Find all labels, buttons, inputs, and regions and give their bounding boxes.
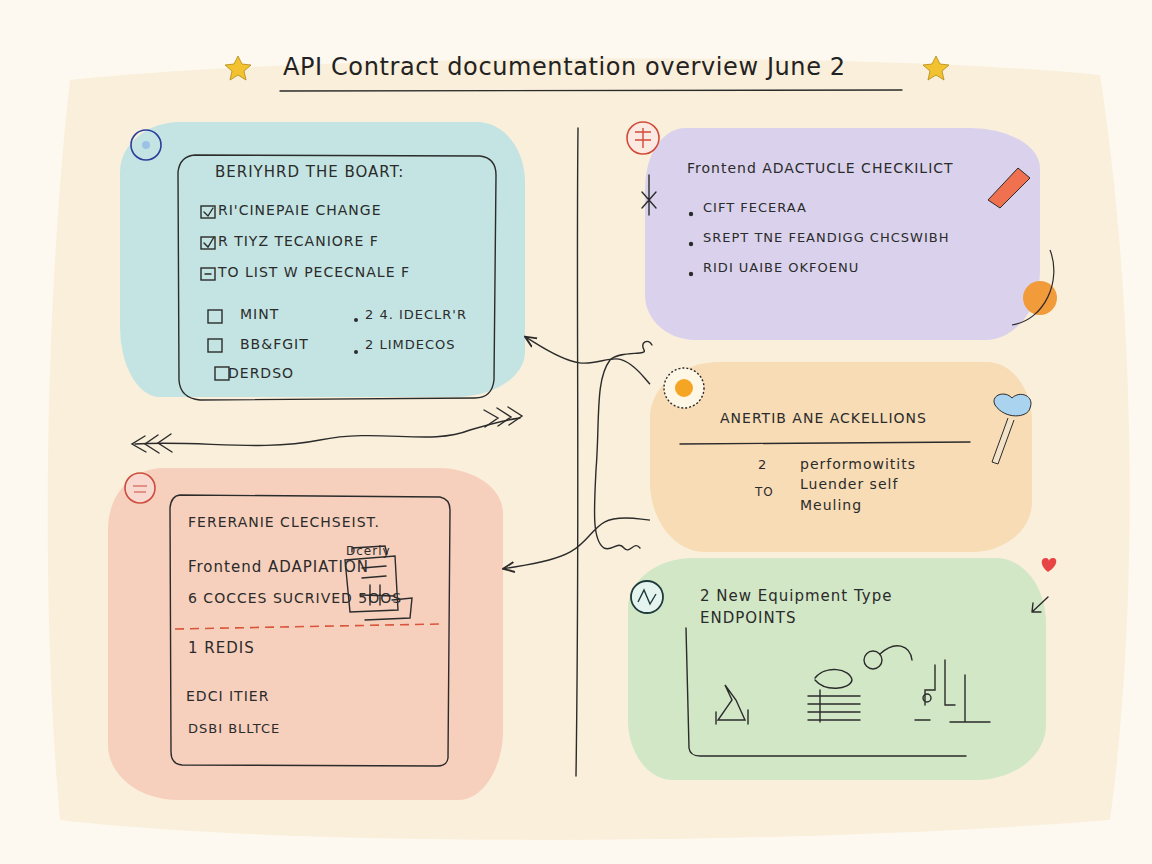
title-underline [280, 90, 902, 91]
box-item: RI'CINEPAIE CHANGE [218, 200, 458, 220]
checkbox [201, 268, 215, 280]
star-icon [923, 56, 949, 80]
circle-icon [631, 581, 663, 613]
bullet [689, 242, 693, 246]
circle-icon [131, 130, 161, 160]
bullet [354, 318, 358, 322]
box-item: 2 4. IDECLR'R [365, 306, 515, 325]
document-sketch [345, 546, 398, 612]
bullet [354, 350, 358, 354]
marker-icon [988, 168, 1030, 208]
check-mark [205, 273, 211, 274]
cross-mark [642, 175, 656, 215]
box-heading: BERIYHRD THE BOART: [215, 162, 515, 184]
bracket [686, 628, 966, 756]
check-mark [204, 208, 213, 216]
divider-line [680, 442, 970, 444]
document-sketch [365, 598, 412, 620]
checkbox [201, 237, 215, 249]
circle-icon [635, 128, 651, 148]
circle-icon [627, 122, 659, 154]
dashed-separator [175, 624, 440, 629]
box-item: Dcerly [346, 543, 426, 560]
divider-line [576, 128, 578, 776]
circle-icon [638, 590, 656, 604]
bullet [689, 272, 693, 276]
circle-icon [125, 473, 155, 503]
box-item: EDCI ITIER [186, 686, 386, 706]
box-item: 1 REDIS [188, 638, 388, 660]
note-blob: ANERTIB ANE ACKELLIONS 2TO performowitits … [650, 362, 1032, 552]
inner-outline [170, 495, 450, 766]
box-item: BB&FGIT [240, 334, 350, 354]
box-item: SREPT TNE FEANDIGG CHCSWIBH [703, 229, 1023, 248]
circle-icon [133, 486, 147, 492]
chevrons [484, 407, 522, 427]
rack-sketch [915, 660, 990, 722]
box-item: TO LIST W PECECNALE F [218, 262, 458, 282]
box-heading: FERERANIE CLECHSEIST. [188, 512, 488, 532]
orange-dot [1023, 281, 1057, 315]
brush-icon [994, 394, 1031, 416]
brush-icon [992, 418, 1014, 464]
inner-outline [178, 155, 496, 400]
box-item: 2 [758, 456, 788, 475]
egg-icon [675, 379, 693, 397]
arc-sketch [880, 646, 912, 660]
diagram-title: API Contract documentation overview June… [283, 53, 846, 81]
box-heading: 2 New Equipment Type ENDPOINTS [700, 586, 912, 630]
wavy-line [135, 418, 520, 445]
box-item: 6 COCCES SUCRIVED 5OOS [188, 588, 488, 608]
sketch-lines [132, 90, 1048, 776]
note-blob: 2 New Equipment Type ENDPOINTS [628, 558, 1046, 780]
box-item: performowitits Luender self Meuling [800, 454, 950, 515]
heart-icon [1042, 558, 1057, 572]
loop-curve [594, 341, 652, 550]
checkbox [208, 339, 222, 352]
star-icon [225, 56, 251, 80]
box-item: TO [755, 484, 795, 501]
egg-icon [664, 368, 704, 408]
paper-blob [48, 59, 1130, 840]
check-mark [204, 237, 214, 247]
lamp-sketch [716, 685, 748, 724]
connector-arrow [503, 518, 650, 569]
box-item: R TIYZ TECANIORE F [218, 231, 458, 251]
box-heading: ANERTIB ANE ACKELLIONS [720, 408, 1020, 428]
bullets [354, 212, 693, 354]
box-item: RIDI UAIBE OKFOENU [703, 259, 1003, 278]
box-heading: Frontend ADACTUCLE CHECKILICT [687, 158, 1027, 178]
ring-sketch [864, 651, 882, 669]
box-item: 2 LIMDECOS [365, 336, 515, 355]
checkbox [208, 310, 222, 323]
sketch-curve [1012, 250, 1054, 325]
small-arrow [1032, 597, 1048, 612]
note-blob: Frontend ADACTUCLE CHECKILICT CIFT FECERA… [645, 128, 1040, 340]
box-item: Frontend ADAPIATION [188, 557, 488, 579]
spring-sketch [808, 670, 860, 722]
checkbox [201, 206, 215, 218]
bullet [689, 212, 693, 216]
box-item: CIFT FECERAA [703, 199, 1003, 218]
box-item: MINT [240, 304, 350, 324]
circle-icon [142, 141, 150, 149]
connector-arrow [525, 337, 650, 385]
checkbox [215, 367, 229, 380]
note-blob: BERIYHRD THE BOART: RI'CINEPAIE CHANGE R T… [120, 122, 525, 397]
box-item: DSBI BLLTCE [188, 720, 388, 739]
note-blob: FERERANIE CLECHSEIST. Frontend ADAPIATION… [108, 468, 503, 800]
box-item: DERDSO [228, 363, 338, 383]
chevrons [132, 434, 172, 453]
